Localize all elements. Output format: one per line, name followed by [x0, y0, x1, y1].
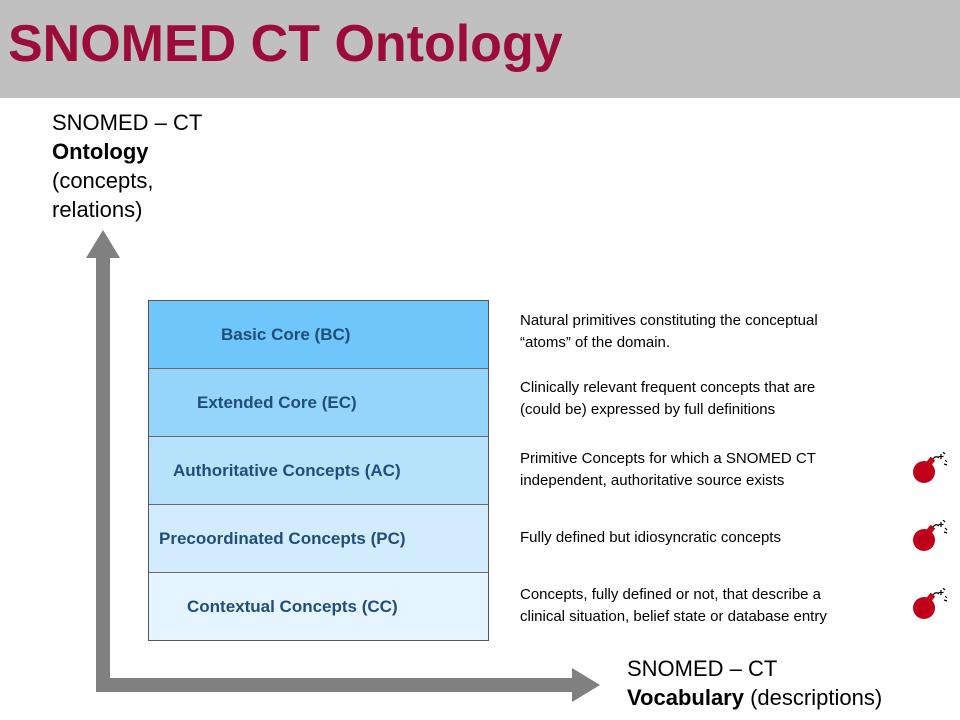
- page-title: SNOMED CT Ontology: [8, 15, 563, 73]
- header-bar: SNOMED CT Ontology: [0, 0, 960, 98]
- bomb-icon: [913, 588, 948, 619]
- concept-layer-label: Contextual Concepts (CC): [187, 596, 398, 616]
- x-axis-label: SNOMED – CT Vocabulary (descriptions): [627, 654, 882, 712]
- concept-layer-label: Extended Core (EC): [197, 392, 357, 412]
- bomb-icon: [913, 452, 948, 483]
- y-axis-label-line1: SNOMED – CT: [52, 110, 203, 135]
- layer-description-3: Fully defined but idiosyncratic concepts: [520, 527, 910, 549]
- concept-layer-4: Contextual Concepts (CC): [149, 573, 488, 640]
- concept-layer-label: Basic Core (BC): [221, 324, 351, 344]
- description-line: Natural primitives constituting the conc…: [520, 312, 818, 329]
- description-line: Clinically relevant frequent concepts th…: [520, 379, 816, 396]
- layer-description-1: Clinically relevant frequent concepts th…: [520, 377, 910, 421]
- x-axis-arrow: [96, 668, 600, 702]
- concept-layer-stack: Basic Core (BC) Extended Core (EC) Authori…: [148, 300, 489, 641]
- y-axis-arrow: [86, 230, 120, 692]
- x-axis-label-line2: Vocabulary (descriptions): [627, 683, 882, 712]
- description-line: clinical situation, belief state or data…: [520, 608, 827, 625]
- description-line: independent, authoritative source exists: [520, 472, 785, 489]
- concept-layer-label: Authoritative Concepts (AC): [173, 460, 401, 480]
- description-line: Concepts, fully defined or not, that des…: [520, 586, 822, 603]
- x-axis-label-rest: (descriptions): [743, 685, 883, 710]
- concept-layer-2: Authoritative Concepts (AC): [149, 437, 488, 505]
- description-line: (could be) expressed by full definitions: [520, 401, 776, 418]
- description-line: Fully defined but idiosyncratic concepts: [520, 529, 781, 546]
- layer-description-2: Primitive Concepts for which a SNOMED CT…: [520, 448, 910, 492]
- axis-group: [86, 230, 600, 702]
- y-axis-label-line4: relations): [52, 197, 143, 222]
- bomb-icon: [913, 520, 948, 551]
- x-axis-label-bold: Vocabulary: [627, 685, 744, 710]
- layer-description-4: Concepts, fully defined or not, that des…: [520, 584, 910, 628]
- y-axis-label: SNOMED – CT Ontology (concepts, relation…: [52, 108, 202, 224]
- concept-layer-1: Extended Core (EC): [149, 369, 488, 437]
- layer-description-0: Natural primitives constituting the conc…: [520, 310, 910, 354]
- y-axis-label-line3: (concepts,: [52, 168, 154, 193]
- y-axis-label-line2: Ontology: [52, 139, 149, 164]
- description-line: Primitive Concepts for which a SNOMED CT: [520, 450, 816, 467]
- concept-layer-0: Basic Core (BC): [149, 301, 488, 369]
- description-line: “atoms” of the domain.: [520, 334, 671, 351]
- concept-layer-label: Precoordinated Concepts (PC): [159, 528, 406, 548]
- x-axis-label-line1: SNOMED – CT: [627, 656, 778, 681]
- concept-layer-3: Precoordinated Concepts (PC): [149, 505, 488, 573]
